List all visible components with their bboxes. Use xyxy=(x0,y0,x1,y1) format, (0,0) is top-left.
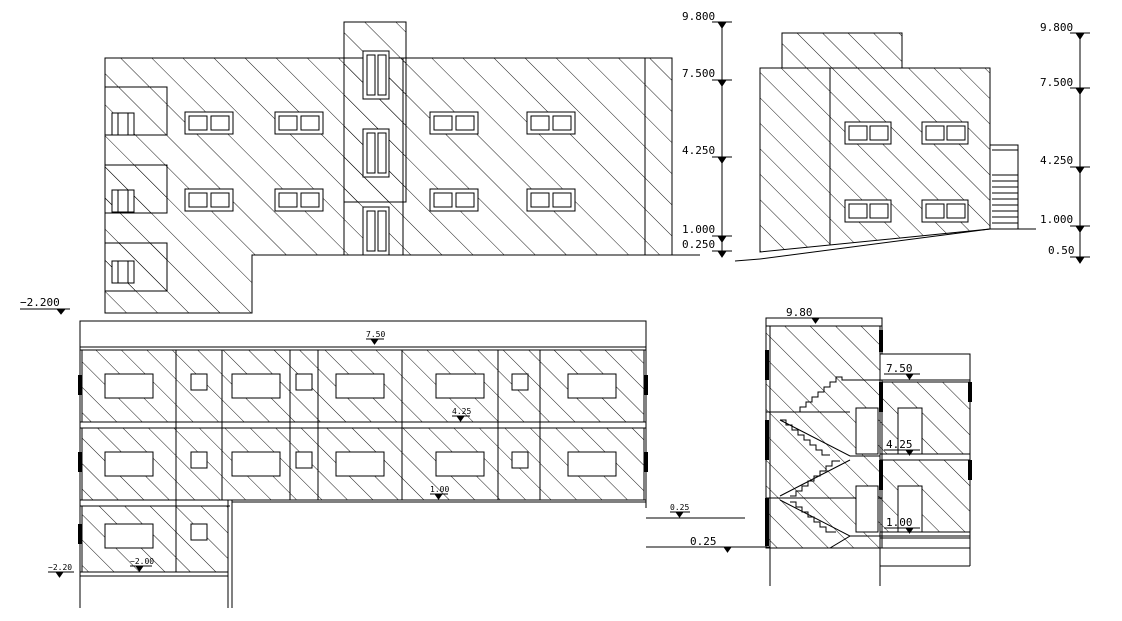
level-label: 0.250 xyxy=(682,238,715,251)
side-elevation-wall xyxy=(759,67,991,253)
cross-section-labels: 9.80 7.50 4.25 1.00 xyxy=(786,306,913,529)
section-slab-cut xyxy=(765,330,972,546)
stair-steps xyxy=(992,149,1018,224)
level-marker xyxy=(788,317,920,534)
level-marker xyxy=(1070,32,1090,264)
level-label: 9.800 xyxy=(1040,21,1073,34)
window xyxy=(111,112,135,284)
level-label: 1.000 xyxy=(682,223,715,236)
level-label: 7.50 xyxy=(886,362,913,375)
level-label: −2.00 xyxy=(130,557,154,566)
cross-section xyxy=(765,317,972,586)
ground-level-label: −2.200 xyxy=(20,296,60,309)
window xyxy=(844,121,969,223)
long-section xyxy=(48,320,770,608)
section-partitions xyxy=(175,350,541,572)
level-label: 4.25 xyxy=(886,438,913,451)
level-label: 7.500 xyxy=(682,67,715,80)
level-label: −2.20 xyxy=(48,563,72,572)
level-label: 1.00 xyxy=(886,516,913,529)
level-label: 7.500 xyxy=(1040,76,1073,89)
level-marker xyxy=(712,21,732,258)
level-label: 0.25 xyxy=(670,503,689,512)
window xyxy=(184,111,576,212)
section-openings xyxy=(104,373,617,549)
level-label: 9.80 xyxy=(786,306,813,319)
level-label: 4.25 xyxy=(452,407,471,416)
level-label: 0.50 xyxy=(1048,244,1075,257)
front-elevation-labels: 9.800 7.500 4.250 1.000 0.250 −2.200 xyxy=(20,10,715,309)
side-elevation-labels: 9.800 7.500 4.250 1.000 0.50 xyxy=(1040,21,1075,257)
level-label: 0.25 xyxy=(690,535,717,548)
long-section-labels: 7.50 4.25 1.00 0.25 0.25 −2.20 −2.00 xyxy=(48,330,717,572)
side-elevation xyxy=(734,32,1090,264)
front-elevation xyxy=(20,21,732,315)
section-slab-cut xyxy=(78,375,648,544)
window xyxy=(362,50,390,256)
level-marker xyxy=(48,338,690,578)
level-label: 1.00 xyxy=(430,485,449,494)
level-label: 4.250 xyxy=(1040,154,1073,167)
level-label: 1.000 xyxy=(1040,213,1073,226)
level-label: 9.800 xyxy=(682,10,715,23)
level-label: 4.250 xyxy=(682,144,715,157)
level-label: 7.50 xyxy=(366,330,385,339)
